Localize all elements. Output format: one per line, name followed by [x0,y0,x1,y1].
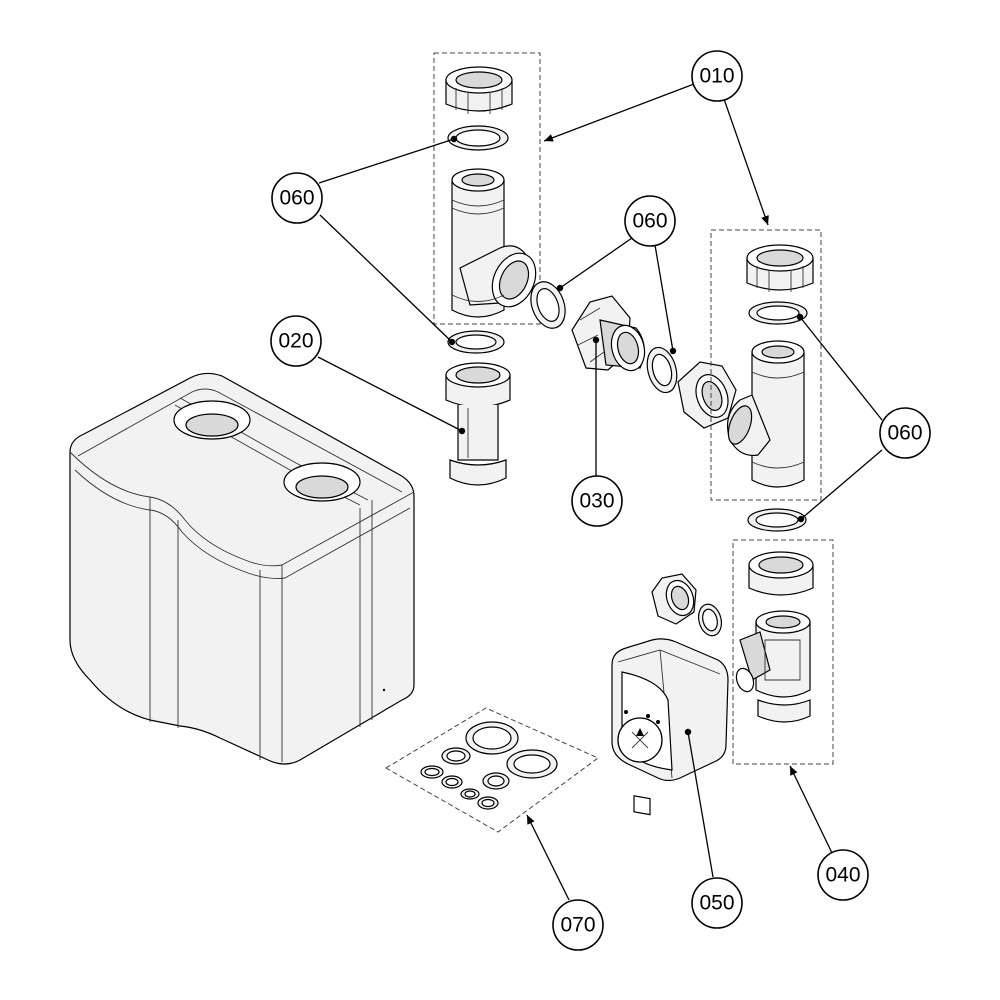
callout-060-left-label: 060 [279,187,314,210]
group-010-right-frame [710,229,822,501]
insulation-shell [69,372,415,765]
callout-060-right: 060 [879,407,931,459]
callout-030: 030 [571,475,623,527]
callout-060-middle: 060 [624,195,676,247]
brand-logo-icon [633,795,651,816]
union-nut-040 [748,551,814,596]
pipe-connector-020 [445,362,511,486]
union-nut-right-side [677,361,737,429]
gasket-top-left [447,125,509,151]
callout-070: 070 [552,899,604,951]
callout-060-middle-label: 060 [632,210,667,233]
union-nut-030 [571,295,646,372]
gasket-middle-right [646,346,678,394]
gasket-left-middle [447,330,505,354]
callout-070-label: 070 [560,914,595,937]
callout-010-label: 010 [699,65,734,88]
callout-050: 050 [691,877,743,929]
gasket-right-lower [747,508,807,532]
group-040-frame [732,539,834,765]
union-nut-top-left [445,66,513,114]
callout-040: 040 [817,849,869,901]
tee-fitting-left [451,168,537,318]
gasket-top-right [748,301,808,325]
tee-fitting-right [727,340,805,488]
seal-kit-070 [385,707,599,833]
leader-lines [317,83,883,901]
gasket-small [697,603,723,637]
callout-020: 020 [270,315,322,367]
callout-060-right-label: 060 [887,422,922,445]
callout-040-label: 040 [825,864,860,887]
union-nut-top-right [746,244,814,292]
mixing-valve-body [735,610,811,723]
group-010-left-frame [433,52,541,325]
callout-010: 010 [691,50,743,102]
callout-030-label: 030 [579,490,614,513]
callout-020-label: 020 [278,330,313,353]
gasket-middle-left [530,281,566,329]
union-nut-small [651,573,697,625]
callout-060-left: 060 [271,172,323,224]
valve-actuator-050 [611,638,729,816]
callout-050-label: 050 [699,892,734,915]
